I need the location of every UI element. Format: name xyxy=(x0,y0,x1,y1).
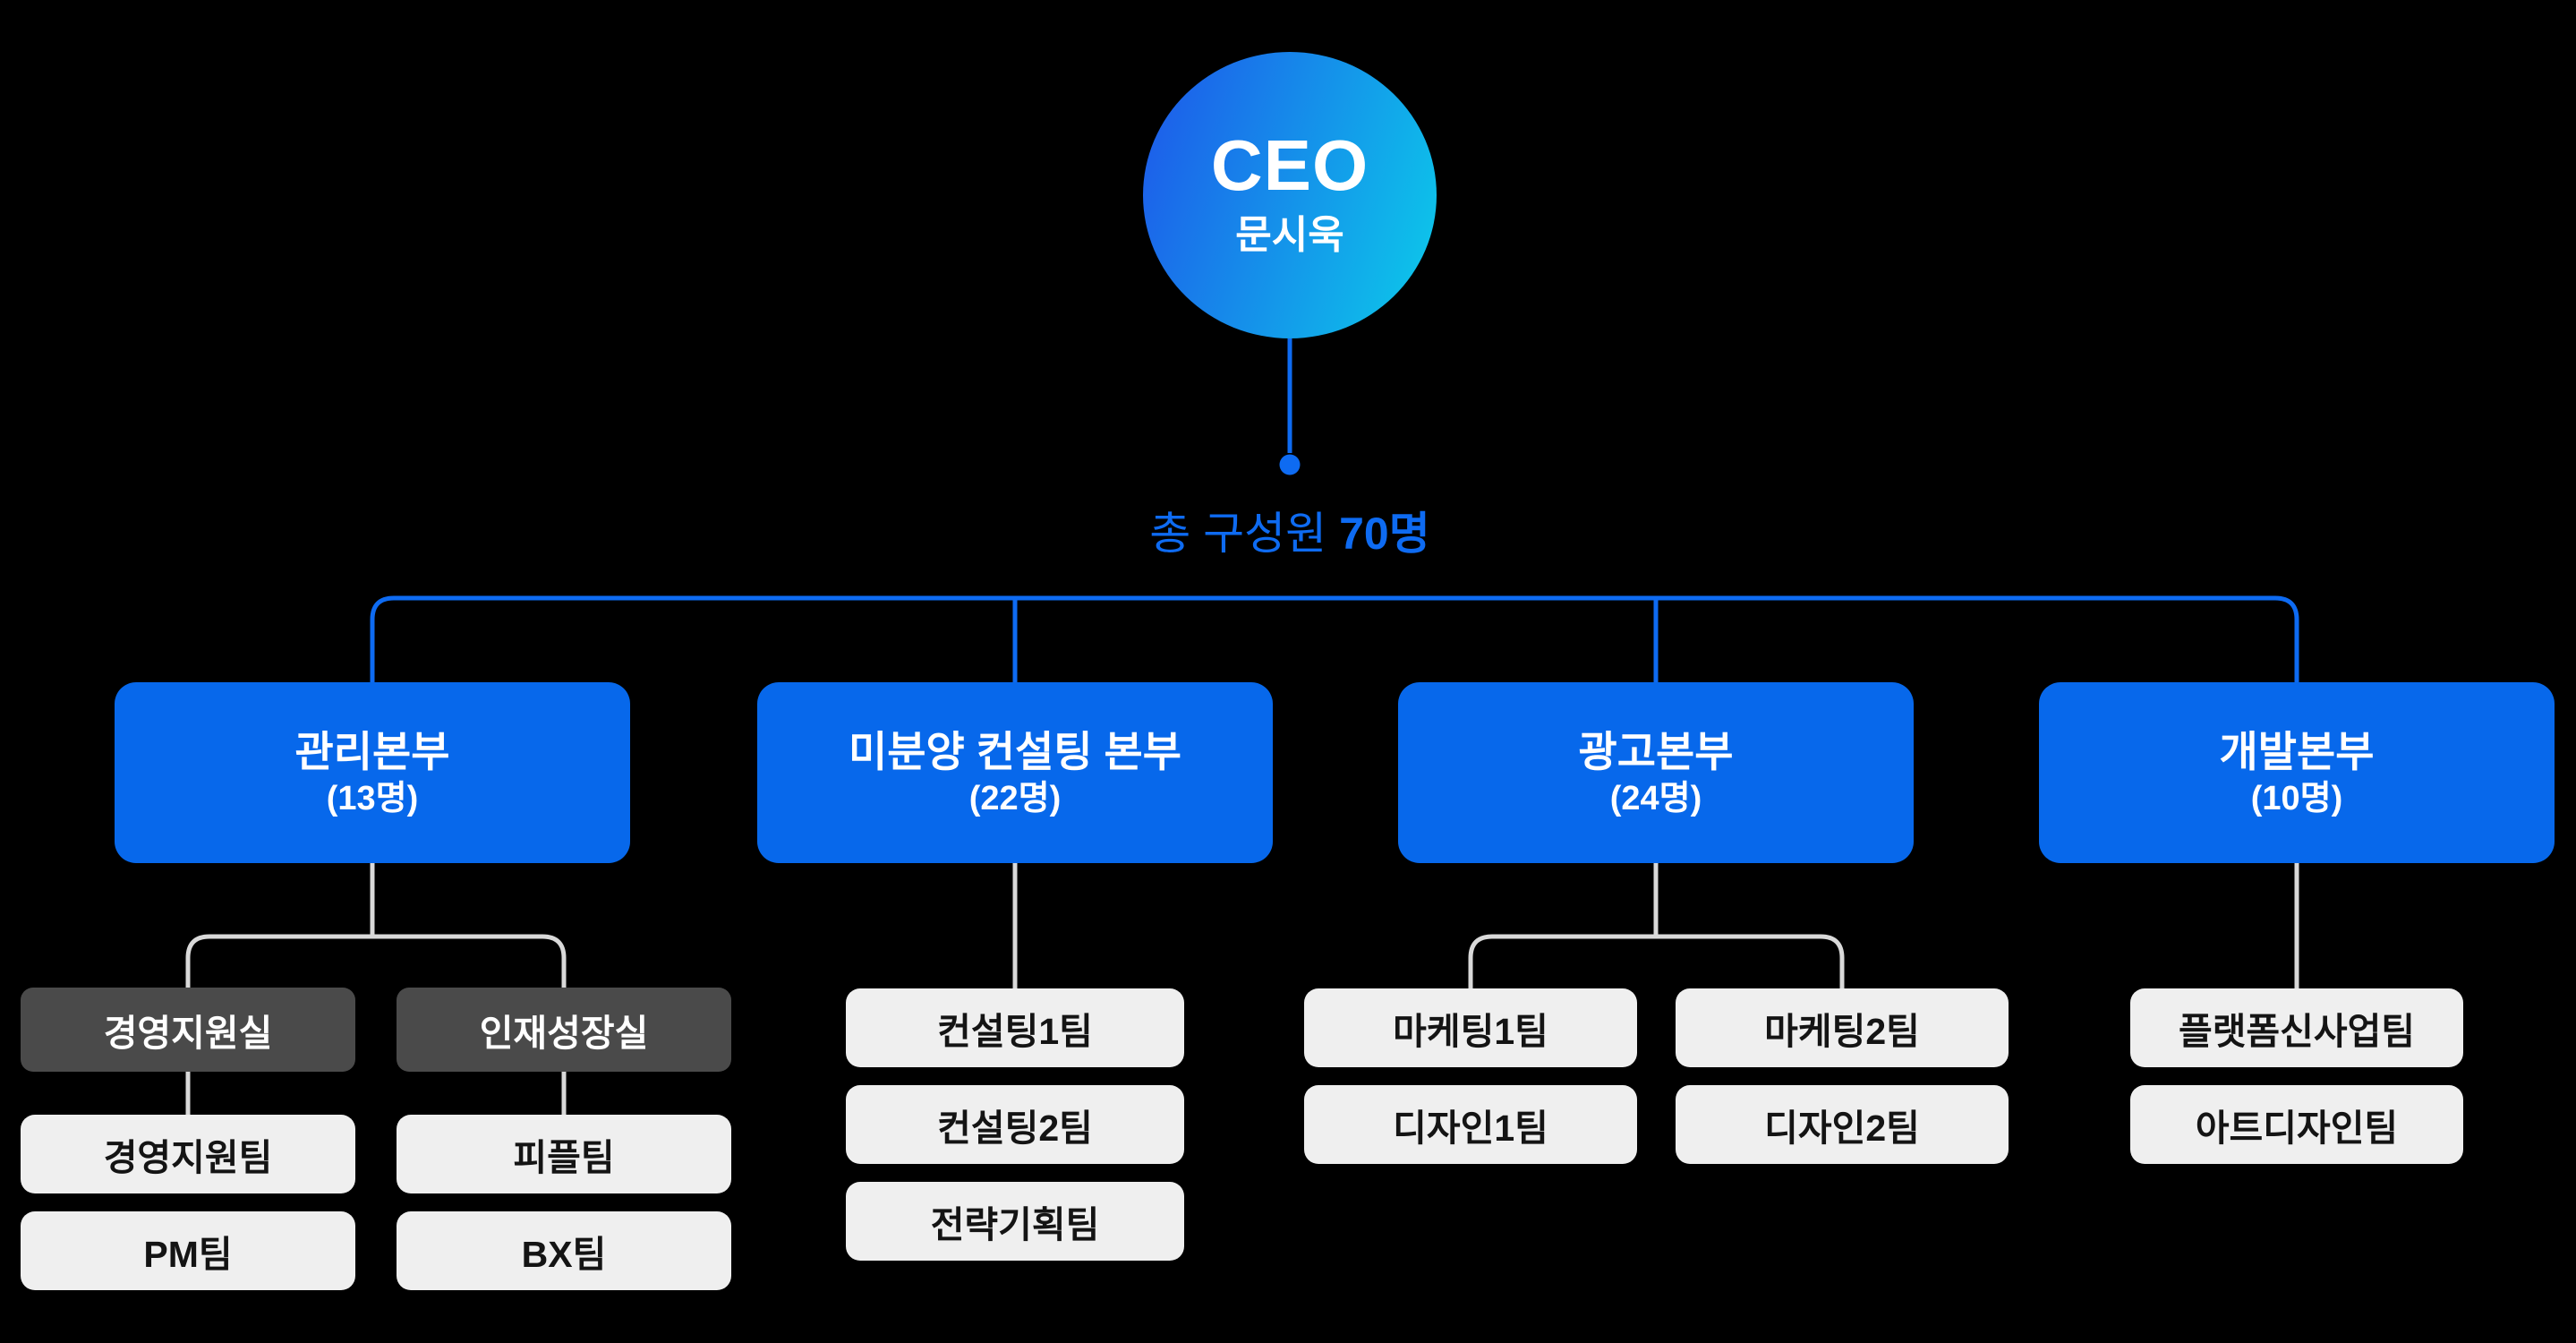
dept-box-development: 개발본부 (10명) xyxy=(2039,682,2555,863)
dept-name: 미분양 컨설팅 본부 xyxy=(848,727,1182,775)
team-box-marketing-1: 마케팅1팀 xyxy=(1304,988,1637,1067)
dept-headcount: (24명) xyxy=(1609,779,1702,817)
dept-box-management: 관리본부 (13명) xyxy=(115,682,630,863)
office-box-management-support: 경영지원실 xyxy=(21,988,355,1072)
ceo-name: 문시욱 xyxy=(1235,213,1344,257)
management-subtree-lines xyxy=(185,863,567,1115)
total-members-label: 총 구성원 70명 xyxy=(932,507,1648,560)
ceo-connector-dot xyxy=(1279,454,1301,475)
team-box-management-support: 경영지원팀 xyxy=(21,1115,355,1193)
department-bus-line xyxy=(370,595,2299,682)
team-box-consulting-1: 컨설팅1팀 xyxy=(846,988,1184,1067)
team-box-consulting-2: 컨설팅2팀 xyxy=(846,1085,1184,1164)
dept-name: 광고본부 xyxy=(1578,727,1734,775)
dept-headcount: (13명) xyxy=(326,779,419,817)
team-box-strategy-planning: 전략기획팀 xyxy=(846,1182,1184,1261)
dept-name: 관리본부 xyxy=(294,727,450,775)
dept-box-unsold-consulting: 미분양 컨설팅 본부 (22명) xyxy=(757,682,1273,863)
team-box-people: 피플팀 xyxy=(397,1115,731,1193)
team-box-marketing-2: 마케팅2팀 xyxy=(1676,988,2009,1067)
team-box-design-2: 디자인2팀 xyxy=(1676,1085,2009,1164)
team-box-bx: BX팀 xyxy=(397,1211,731,1290)
total-members-count: 70명 xyxy=(1339,509,1430,559)
ceo-node: CEO 문시욱 xyxy=(1143,52,1437,338)
total-members-prefix: 총 구성원 xyxy=(1149,509,1327,559)
team-box-pm: PM팀 xyxy=(21,1211,355,1290)
dept-box-advertising: 광고본부 (24명) xyxy=(1398,682,1914,863)
team-box-art-design: 아트디자인팀 xyxy=(2130,1085,2463,1164)
office-box-talent-growth: 인재성장실 xyxy=(397,988,731,1072)
team-box-design-1: 디자인1팀 xyxy=(1304,1085,1637,1164)
dept-headcount: (10명) xyxy=(2250,779,2343,817)
team-box-platform-new-business: 플랫폼신사업팀 xyxy=(2130,988,2463,1067)
dept-name: 개발본부 xyxy=(2219,727,2375,775)
dept-headcount: (22명) xyxy=(968,779,1062,817)
advertising-subtree-lines xyxy=(1468,863,1845,988)
ceo-title: CEO xyxy=(1210,125,1369,205)
